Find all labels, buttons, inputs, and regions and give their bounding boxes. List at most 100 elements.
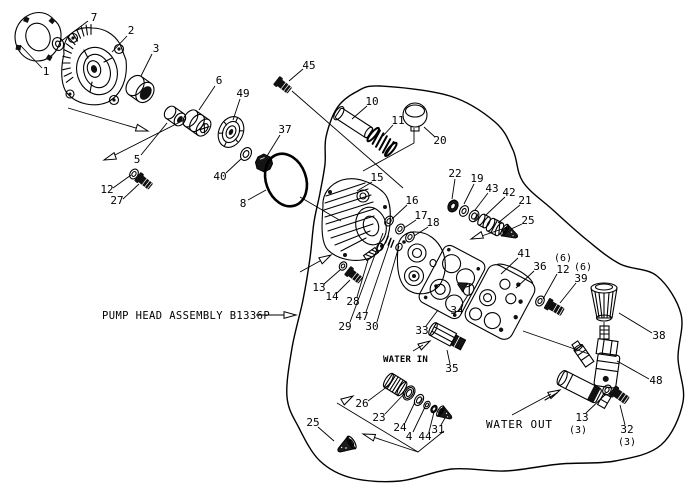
part-number-label: 6 xyxy=(216,74,223,87)
pump-head-assembly-outline xyxy=(286,85,685,483)
leader-line xyxy=(198,85,216,111)
part-number-label: 43 xyxy=(485,182,498,195)
leader-line xyxy=(423,126,436,138)
leader-line xyxy=(112,174,132,189)
leader-line xyxy=(515,270,535,289)
part-cone-25 xyxy=(333,434,359,458)
part-number-label: 3 xyxy=(153,42,160,55)
leader-line xyxy=(510,223,523,230)
direction-arrow xyxy=(318,254,333,265)
part-number-label: 29 xyxy=(338,320,351,333)
part-number-label: 2 xyxy=(128,24,135,37)
leader-line xyxy=(619,404,626,426)
part-number-label: 4 xyxy=(406,430,413,443)
leader-line xyxy=(140,53,153,77)
leader-line xyxy=(336,279,351,294)
leader-line xyxy=(288,68,304,82)
assembly-direction-lines xyxy=(67,90,605,453)
leader-line xyxy=(367,385,389,402)
part-number-label: 12 xyxy=(556,263,569,276)
leader-line xyxy=(351,105,368,120)
leader-line xyxy=(19,44,43,69)
part-number-label: 27 xyxy=(110,194,123,207)
leader-line xyxy=(500,257,519,275)
direction-arrow xyxy=(134,123,150,132)
part-washer-13 xyxy=(338,261,348,271)
part-number-label: 13 xyxy=(575,411,588,424)
leader-line xyxy=(323,269,341,285)
leader-line xyxy=(391,204,408,220)
text-callouts: PUMP HEAD ASSEMBLY B1336P WATER IN WATER… xyxy=(102,310,552,431)
part-number-label: 31 xyxy=(431,423,444,436)
leader-line xyxy=(232,98,241,121)
part-number-label: 20 xyxy=(433,134,446,147)
part-number-label: 1 xyxy=(43,65,50,78)
part-number-label: 12 xyxy=(100,183,113,196)
leader-line xyxy=(266,134,281,157)
part-number-label: 36 xyxy=(533,260,546,273)
leader-line xyxy=(451,178,456,200)
part-number-label: 45 xyxy=(302,59,315,72)
part-number-label: (6) xyxy=(554,253,572,264)
part-number-label: 44 xyxy=(418,430,432,443)
part-inlet-fitting-35 xyxy=(428,322,467,351)
part-number-label: 5 xyxy=(134,153,141,166)
part-ring-16 xyxy=(382,213,396,229)
part-number-label: 38 xyxy=(652,329,665,342)
part-number-label: 40 xyxy=(213,170,226,183)
leader-line xyxy=(618,312,653,334)
leader-line xyxy=(349,232,384,323)
leader-line xyxy=(446,349,451,365)
part-seal-stack-bottom xyxy=(382,372,456,424)
part-number-label: 25 xyxy=(306,416,319,429)
part-number-label: 14 xyxy=(325,290,339,303)
leader-line xyxy=(59,20,89,43)
direction-arrow xyxy=(361,433,377,442)
part-spring-11 xyxy=(366,126,398,158)
part-adjust-knob-38 xyxy=(590,282,618,322)
part-bell-housing xyxy=(61,23,127,106)
leader-line xyxy=(404,401,416,424)
part-ring-7 xyxy=(51,37,65,51)
part-number-label: 15 xyxy=(370,171,383,184)
part-number-label: 21 xyxy=(518,194,531,207)
part-number-label: 22 xyxy=(448,167,461,180)
leader-line xyxy=(317,426,335,442)
part-washer-40 xyxy=(239,147,253,161)
part-number-label: 35 xyxy=(445,362,458,375)
leader-line xyxy=(463,183,475,205)
part-number-label: 24 xyxy=(393,421,407,434)
leader-line xyxy=(428,411,435,433)
part-gasket-plate xyxy=(14,11,62,62)
water-in-label: WATER IN xyxy=(383,355,428,365)
part-crankcase-15 xyxy=(321,178,391,261)
part-number-label: 13 xyxy=(312,281,325,294)
leader-line xyxy=(225,158,242,174)
leader-line xyxy=(474,192,489,211)
part-nut-37 xyxy=(254,153,274,173)
part-number-label: 23 xyxy=(372,411,385,424)
part-number-label: 16 xyxy=(405,194,418,207)
assembly-title: PUMP HEAD ASSEMBLY B1336P xyxy=(102,310,270,322)
direction-arrow xyxy=(469,230,485,240)
leader-line xyxy=(440,417,446,426)
direction-arrow xyxy=(283,310,298,320)
parts-artwork xyxy=(14,11,632,458)
leader-line xyxy=(413,226,429,237)
part-number-label: 41 xyxy=(517,247,530,260)
leader-line xyxy=(122,183,140,200)
part-number-label: 48 xyxy=(649,374,662,387)
leader-line xyxy=(247,189,267,201)
part-number-label: (6) xyxy=(574,262,592,273)
part-number-label: 7 xyxy=(91,11,98,24)
part-number-label: 37 xyxy=(278,123,291,136)
leader-line xyxy=(559,282,577,304)
part-number-label: 34 xyxy=(450,304,464,317)
part-number-label: 19 xyxy=(470,172,483,185)
part-ring-17 xyxy=(393,221,407,237)
part-bolt-45 xyxy=(272,75,294,96)
part-number-label: 49 xyxy=(236,87,249,100)
part-bearing-49 xyxy=(217,116,245,148)
leader-line xyxy=(382,124,394,137)
